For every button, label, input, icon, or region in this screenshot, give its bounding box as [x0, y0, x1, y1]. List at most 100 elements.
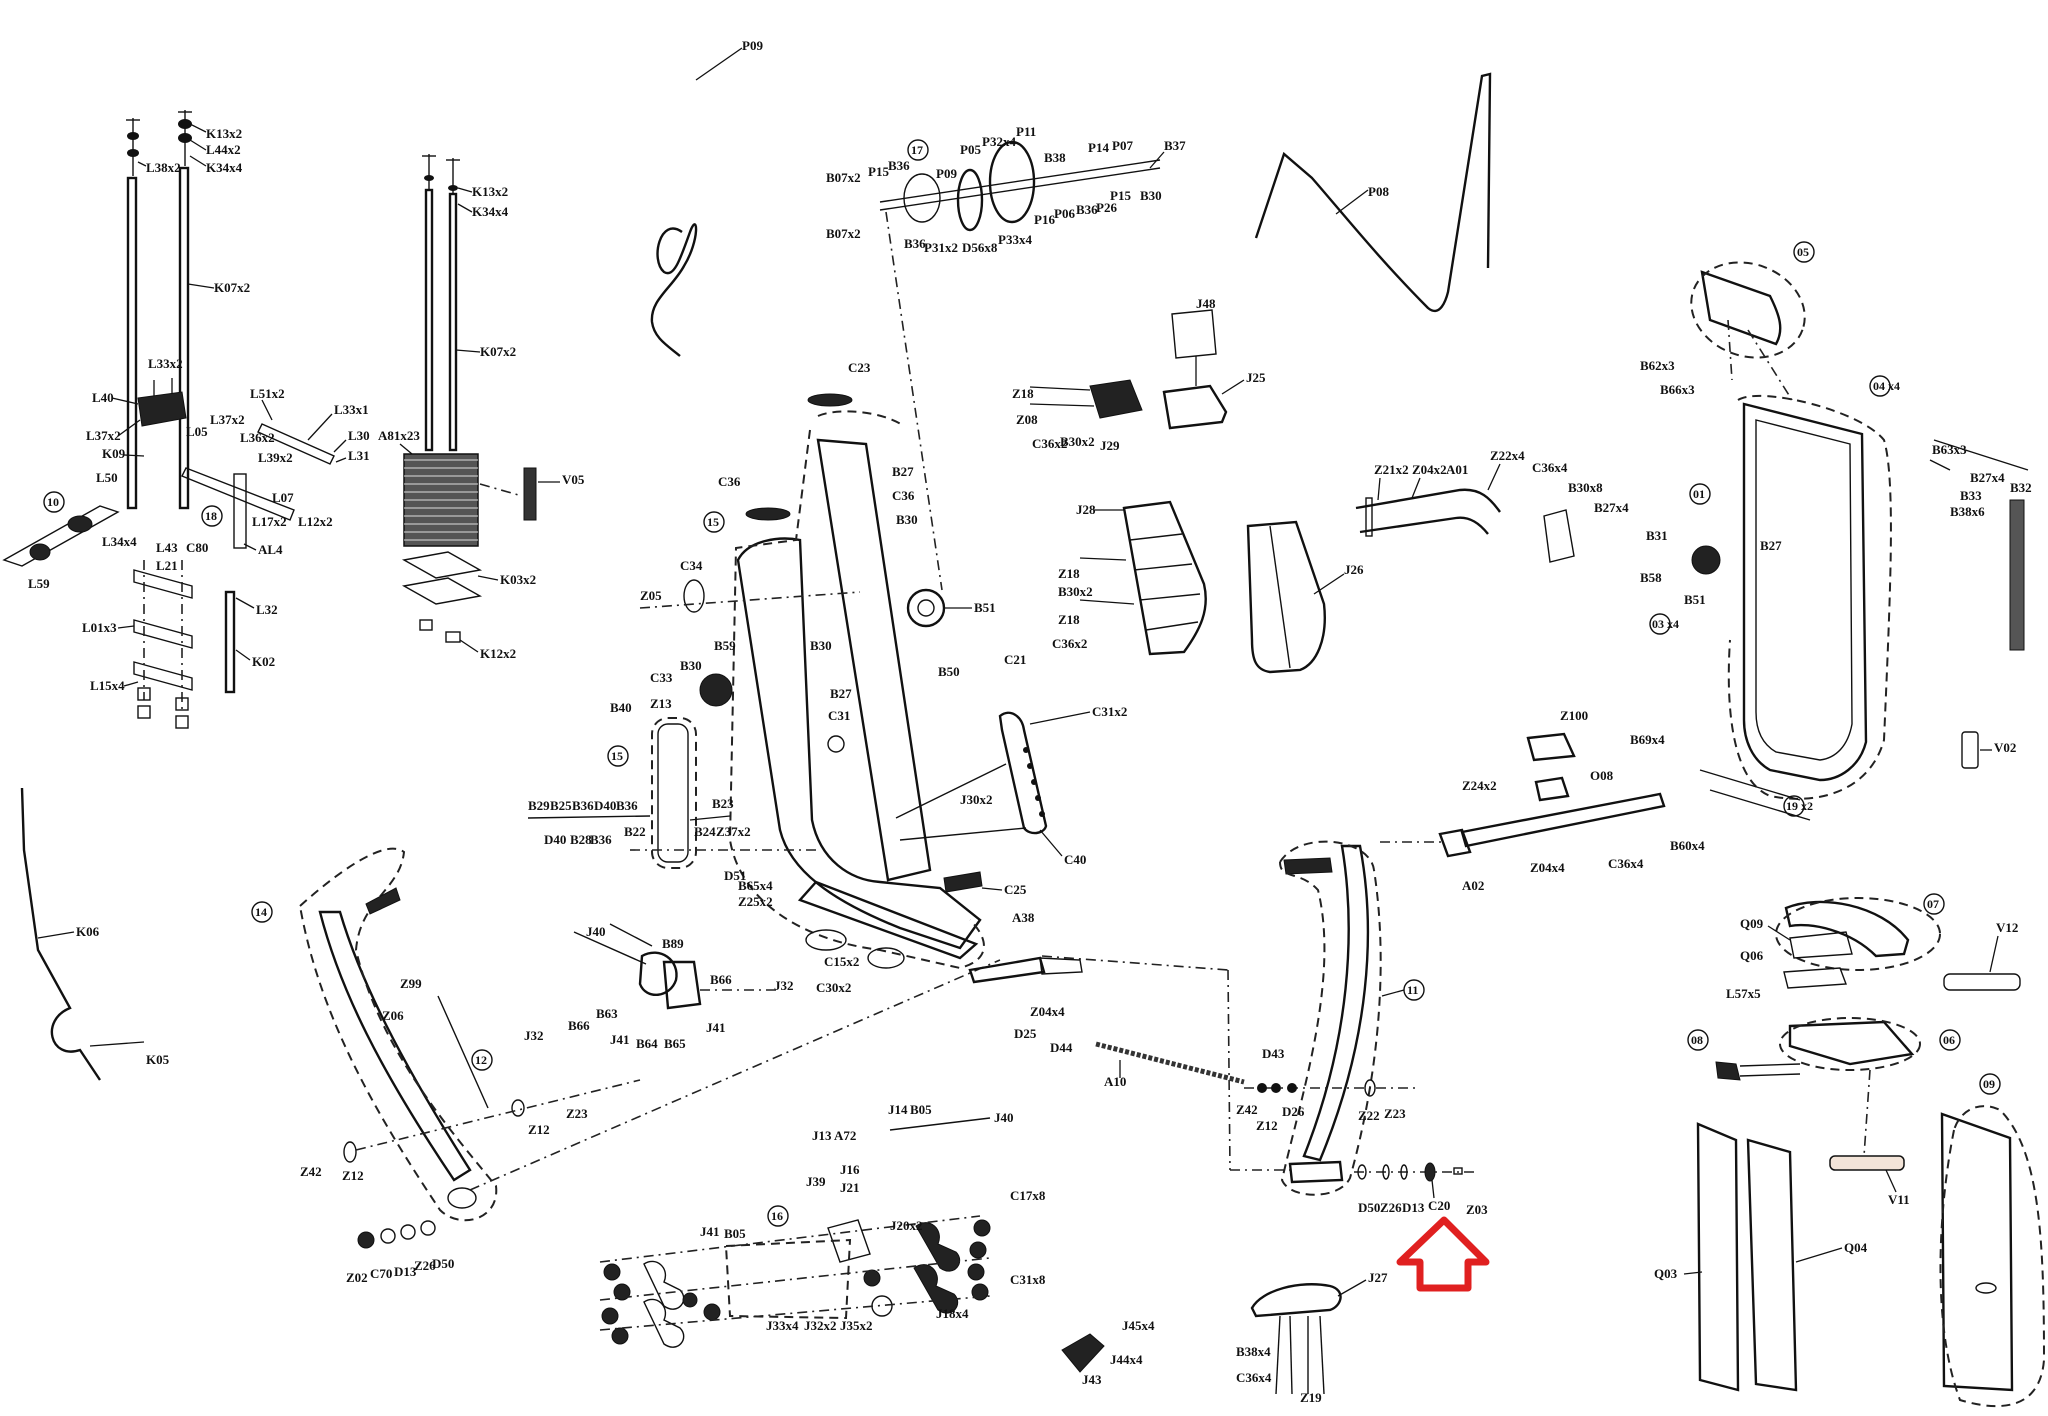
part-label: C36x4	[1608, 856, 1644, 871]
part-label: Z37x2	[716, 824, 751, 839]
callout-circle	[251, 901, 273, 923]
group-callout: 14	[255, 905, 267, 919]
part-label: B50	[938, 664, 960, 679]
panel-q06	[1783, 967, 1847, 989]
part-label: P33x4	[998, 232, 1032, 247]
part-label: Z100	[1560, 708, 1588, 723]
part-label: J45x4	[1122, 1318, 1155, 1333]
part-label: B51	[974, 600, 996, 615]
callout-circle	[1979, 1073, 2001, 1095]
c20-part	[1424, 1162, 1436, 1182]
flywheel-pulley	[988, 140, 1036, 224]
part-label: Z24x2	[1462, 778, 1497, 793]
part-label: K34x4	[206, 160, 243, 175]
part-label: J14	[888, 1102, 908, 1117]
part-label: B27	[1760, 538, 1782, 553]
cable-k08: K06 K05	[20, 787, 170, 1081]
part-label: B27	[892, 464, 914, 479]
pad-frame-j28	[1122, 500, 1207, 656]
part-label: C80	[186, 540, 208, 555]
part-label: B07x2	[826, 170, 861, 185]
part-label: J41	[700, 1224, 720, 1239]
part-label: C33	[650, 670, 673, 685]
group-outline	[1775, 897, 1941, 971]
part-label: J32	[774, 978, 794, 993]
part-label: D44	[1050, 1040, 1073, 1055]
part-label: B89	[662, 936, 684, 951]
handle-grip	[67, 515, 93, 533]
crossbar	[257, 423, 335, 465]
linkage-arm	[638, 951, 678, 996]
part-label: L17x2	[252, 514, 287, 529]
bracket-z100	[1526, 732, 1576, 762]
part-label: J44x4	[1110, 1352, 1143, 1367]
part-label: B63x3	[1932, 442, 1967, 457]
highlighted-part-label[interactable]: C20	[1428, 1198, 1450, 1213]
part-label: Z19	[1300, 1390, 1322, 1405]
rubber-foot	[419, 619, 433, 631]
group-outline	[728, 429, 985, 970]
part-label: D50	[432, 1256, 454, 1271]
part-label: B30	[810, 638, 832, 653]
part-label: V02	[1994, 740, 2016, 755]
part-label: J20x2	[890, 1218, 923, 1233]
part-label: P16	[1034, 212, 1055, 227]
rubber-foot	[445, 631, 461, 643]
part-label: Z08	[1016, 412, 1038, 427]
part-label: Q09	[1740, 916, 1764, 931]
group-callout: 19 x2	[1786, 799, 1813, 813]
part-label: B36	[888, 158, 910, 173]
cover-09	[1940, 1112, 2014, 1392]
part-label: C17x8	[1010, 1188, 1046, 1203]
upright-post	[816, 438, 932, 882]
part-label: Z04x4	[1030, 1004, 1065, 1019]
part-label: L32	[256, 602, 278, 617]
pivot-plate	[233, 473, 247, 549]
part-label: Z02	[346, 1270, 368, 1285]
bushing	[137, 705, 151, 719]
link-plate	[133, 661, 193, 691]
pad-cushion-j26	[1246, 520, 1326, 674]
part-label: D40	[594, 798, 616, 813]
part-label: B30	[896, 512, 918, 527]
end-cap	[745, 507, 791, 521]
part-label: K07x2	[214, 280, 250, 295]
label-v11	[1829, 1155, 1905, 1171]
pad-j48	[1171, 309, 1217, 359]
part-label: B38x4	[1236, 1344, 1271, 1359]
rod-cap-stack	[126, 110, 192, 176]
part-label: V11	[1888, 1192, 1910, 1207]
cable-p08: P08	[1254, 72, 1492, 313]
group-outline	[724, 1238, 852, 1320]
part-label: Z23	[1384, 1106, 1406, 1121]
part-label: L07	[272, 490, 294, 505]
part-label: B24	[694, 824, 716, 839]
part-label: C31	[828, 708, 850, 723]
part-label: C21	[1004, 652, 1026, 667]
cover-strip	[2009, 499, 2025, 651]
part-label: J35x2	[840, 1318, 873, 1333]
part-label: J27	[1368, 1270, 1388, 1285]
pivot-a38	[968, 956, 1046, 984]
part-label: L33x1	[334, 402, 369, 417]
part-label: C30x2	[816, 980, 851, 995]
bracket-j43: J45x4 J44x4 J43	[1061, 1318, 1155, 1387]
seat-cushion	[1250, 1283, 1342, 1318]
part-label: B31	[1646, 528, 1668, 543]
part-label: K02	[252, 654, 275, 669]
pulley-b51	[1691, 545, 1721, 575]
group-outline	[1279, 840, 1382, 1196]
guide-rod	[126, 176, 138, 510]
part-label: P15	[868, 164, 889, 179]
part-label: B27x4	[1594, 500, 1629, 515]
small-pads: J48 J25 Z18 Z08 C36x2 B30x2 J29	[1012, 296, 1266, 453]
part-label: J48	[1196, 296, 1216, 311]
part-label: B05	[910, 1102, 932, 1117]
part-label: L57x5	[1726, 986, 1761, 1001]
part-label: B36	[904, 236, 926, 251]
part-label: B37	[1164, 138, 1186, 153]
seat-adjuster-c40	[998, 711, 1048, 835]
bracket-body	[657, 723, 689, 863]
part-label: B38x6	[1950, 504, 1985, 519]
main-frame: 15 C23 C36 B27 C36 B30 C34 Z05 B51 B50 C…	[639, 360, 1127, 995]
